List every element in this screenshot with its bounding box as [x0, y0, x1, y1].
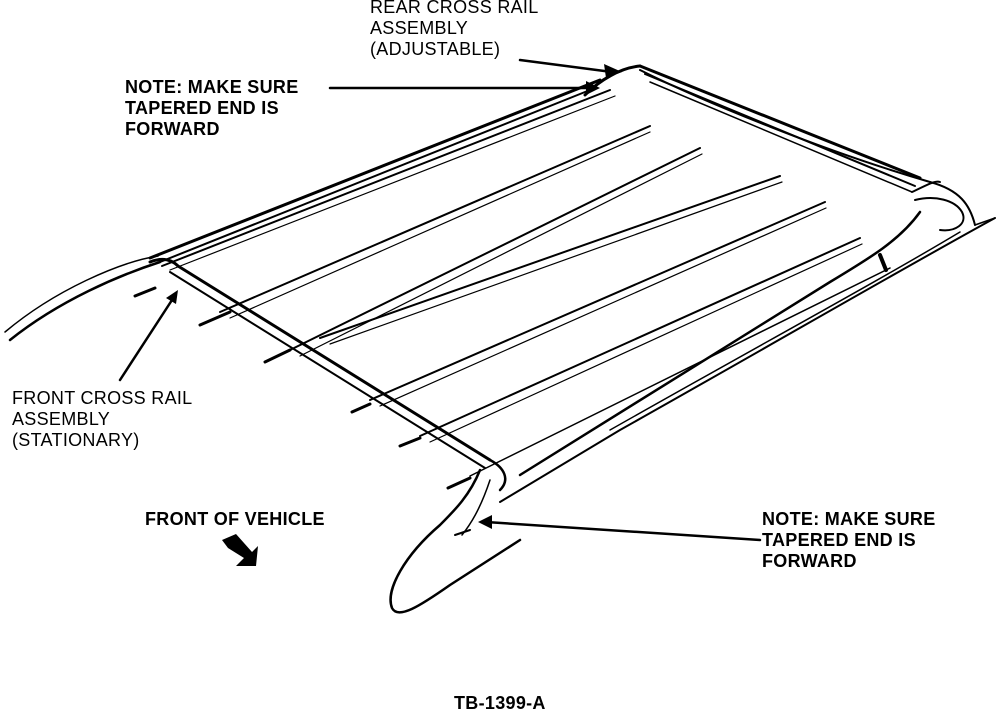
arrowhead-rear-rail	[604, 64, 622, 78]
rear-cross-rail-label: REAR CROSS RAIL ASSEMBLY (ADJUSTABLE)	[370, 0, 539, 60]
note-bottom-label: NOTE: MAKE SURE TAPERED END IS FORWARD	[762, 509, 936, 572]
note-top-line-3: FORWARD	[125, 119, 220, 139]
note-top-label: NOTE: MAKE SURE TAPERED END IS FORWARD	[125, 77, 299, 140]
right-rail-front-end	[389, 468, 522, 614]
note-bottom-line-2: TAPERED END IS	[762, 530, 916, 550]
figure-id-text: TB-1399-A	[454, 693, 546, 713]
front-cross-rail-line-3: (STATIONARY)	[12, 430, 140, 450]
arrowhead-front-rail	[166, 290, 178, 304]
rear-cross-rail	[583, 64, 965, 232]
roof-strips	[133, 125, 891, 490]
note-top-line-1: NOTE: MAKE SURE	[125, 77, 299, 97]
front-of-vehicle-text: FRONT OF VEHICLE	[145, 509, 325, 529]
rear-cross-rail-line-2: ASSEMBLY	[370, 18, 469, 38]
rear-cross-rail-line-1: REAR CROSS RAIL	[370, 0, 539, 17]
arrowheads	[166, 64, 622, 529]
rear-cross-rail-line-3: (ADJUSTABLE)	[370, 39, 501, 59]
arrowhead-note-bottom	[478, 515, 492, 529]
front-cross-rail-label: FRONT CROSS RAIL ASSEMBLY (STATIONARY)	[12, 388, 193, 451]
figure-id-label: TB-1399-A	[454, 693, 546, 714]
front-cross-rail-line-2: ASSEMBLY	[12, 409, 111, 429]
leader-lines	[118, 58, 762, 542]
left-side-rail	[148, 78, 616, 271]
arrowhead-note-top	[586, 81, 600, 95]
front-direction-arrow-icon	[222, 534, 258, 566]
front-of-vehicle-label: FRONT OF VEHICLE	[145, 509, 325, 530]
front-cross-rail-line-1: FRONT CROSS RAIL	[12, 388, 193, 408]
note-top-line-2: TAPERED END IS	[125, 98, 279, 118]
note-bottom-line-1: NOTE: MAKE SURE	[762, 509, 936, 529]
right-side-rail	[499, 210, 996, 503]
note-bottom-line-3: FORWARD	[762, 551, 857, 571]
